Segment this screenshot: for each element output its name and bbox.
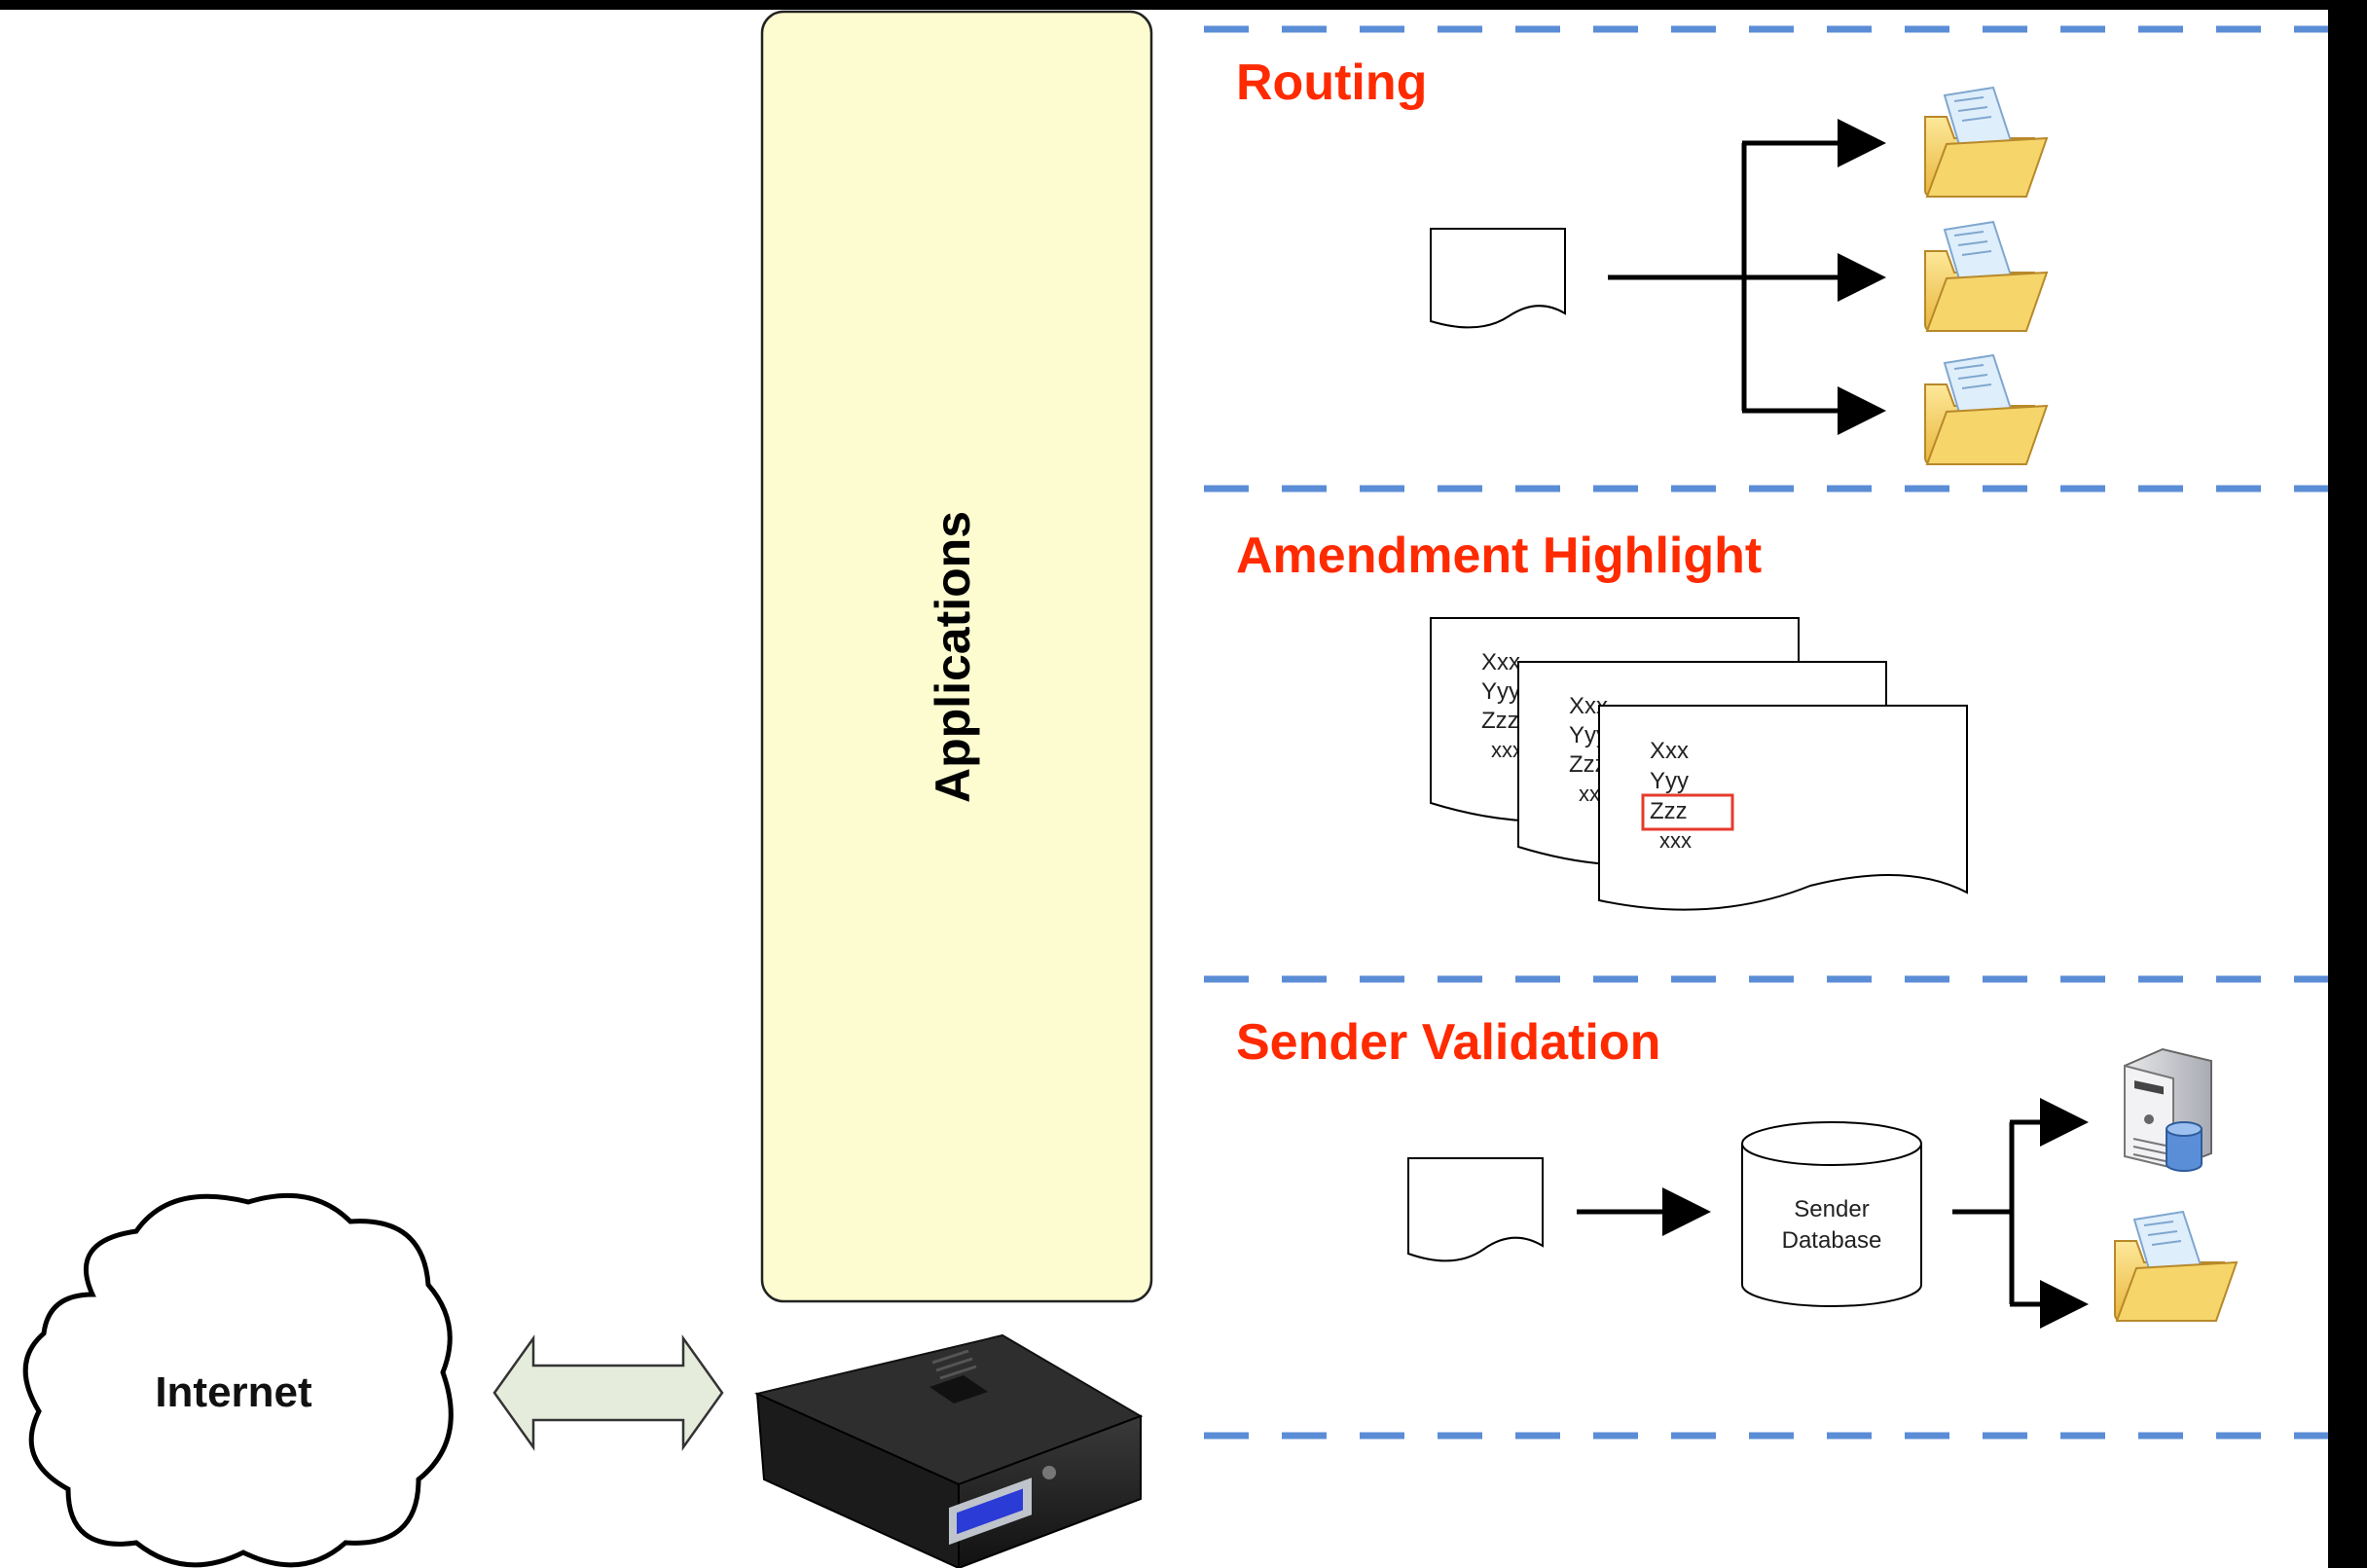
database-label-line1: Sender xyxy=(1794,1196,1869,1222)
document-icon xyxy=(1407,1157,1544,1262)
appliance-device-icon xyxy=(753,1333,1144,1568)
document-icon xyxy=(1430,228,1566,329)
internet-label: Internet xyxy=(155,1368,312,1416)
applications-label: Applications xyxy=(926,511,980,803)
page-line: Xxx xyxy=(1481,649,1520,675)
routing-title: Routing xyxy=(1236,55,1427,111)
folder-icon xyxy=(1924,354,2048,465)
bidirectional-arrow-icon xyxy=(492,1334,724,1451)
amendment-page-front: Xxx Yyy Zzz xxx xyxy=(1598,705,1968,911)
page-line: Yyy xyxy=(1481,678,1520,705)
database-label-line2: Database xyxy=(1782,1227,1882,1254)
internet-cloud-icon xyxy=(22,1192,454,1568)
amendment-title: Amendment Highlight xyxy=(1236,528,1762,584)
folder-icon xyxy=(1924,87,2048,198)
sender-validation-title: Sender Validation xyxy=(1236,1014,1660,1071)
folder-icon xyxy=(1924,221,2048,332)
page-line: Yyy xyxy=(1650,768,1689,794)
frame-top-border xyxy=(0,0,2367,10)
page-line: xxx xyxy=(1659,828,1692,853)
folder-icon xyxy=(2114,1211,2238,1322)
frame-right-border xyxy=(2328,0,2367,1568)
highlighted-line: Zzz xyxy=(1650,798,1688,824)
highlight-box xyxy=(1641,793,1734,831)
database-icon xyxy=(1741,1121,1922,1307)
server-icon xyxy=(2124,1047,2212,1172)
applications-panel xyxy=(760,10,1153,1303)
page-line: Xxx xyxy=(1650,738,1689,764)
page-line: Zzz xyxy=(1481,708,1519,734)
